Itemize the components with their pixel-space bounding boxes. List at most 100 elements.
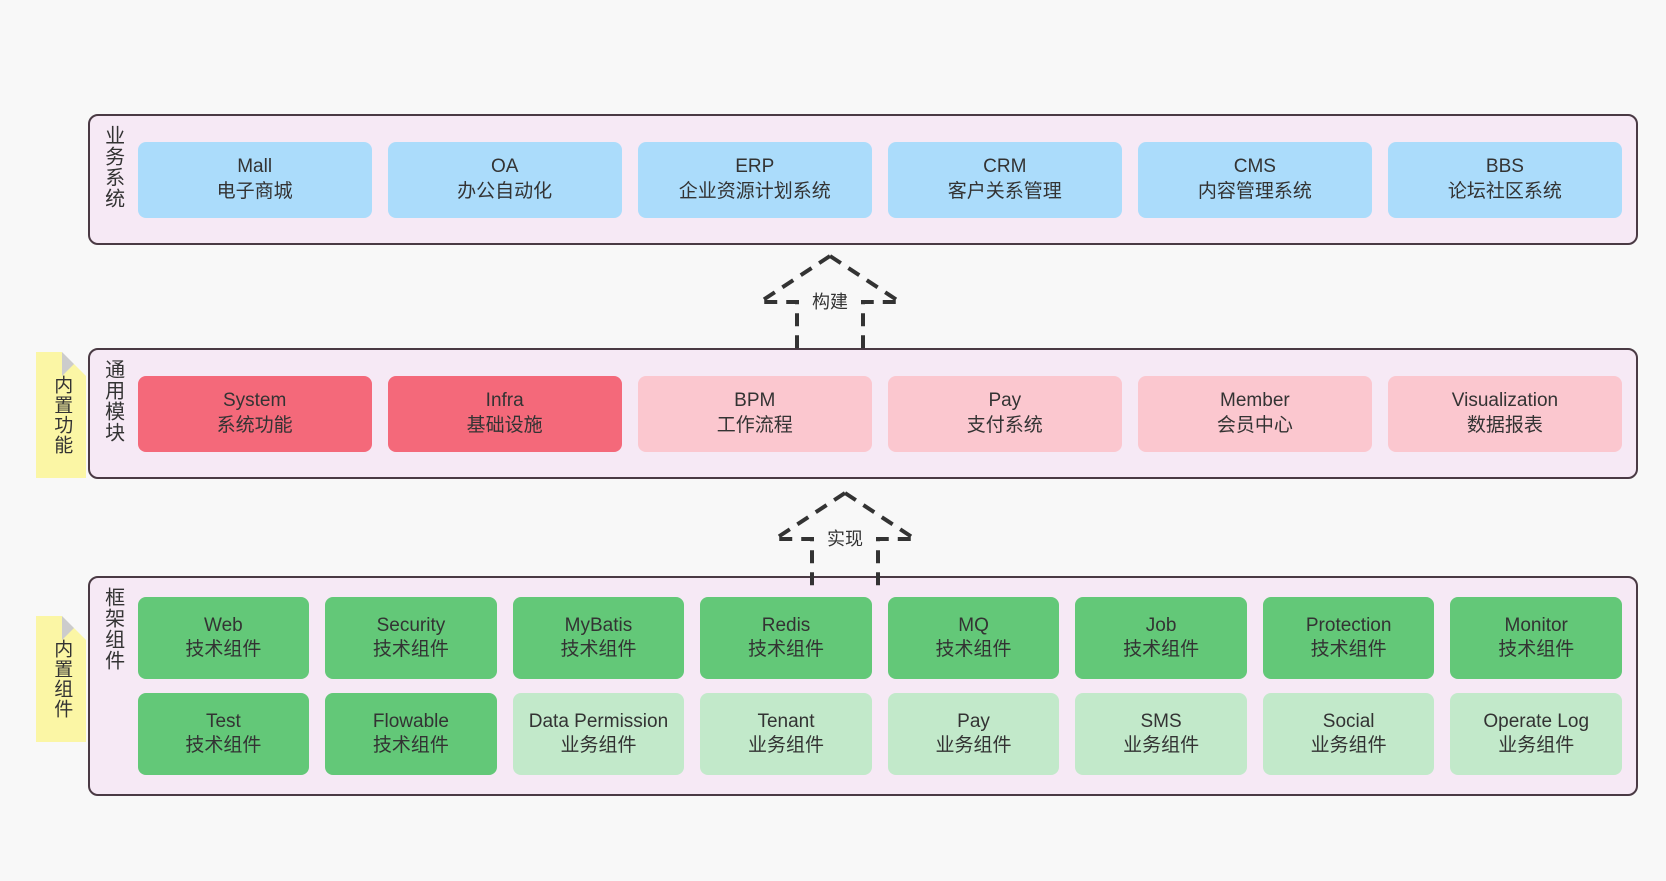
- node-title: Operate Log: [1483, 710, 1590, 732]
- node-redis[interactable]: Redis 技术组件: [700, 597, 872, 679]
- node-subtitle: 业务组件: [1123, 735, 1200, 756]
- node-title: MyBatis: [564, 614, 633, 636]
- node-title: Pay: [957, 710, 990, 732]
- node-subtitle: 基础设施: [466, 414, 543, 436]
- node-subtitle: 技术组件: [185, 735, 262, 756]
- connector-implement-label: 实现: [825, 525, 865, 551]
- node-subtitle: 会员中心: [1216, 414, 1293, 436]
- node-subtitle: 技术组件: [372, 735, 449, 756]
- node-test[interactable]: Test 技术组件: [137, 693, 310, 775]
- node-subtitle: 业务组件: [560, 735, 637, 756]
- node-subtitle: 技术组件: [1310, 639, 1387, 660]
- node-web[interactable]: Web 技术组件: [137, 597, 310, 679]
- connector-build-label: 构建: [810, 288, 850, 314]
- node-subtitle: 技术组件: [560, 639, 637, 660]
- node-subtitle: 系统功能: [216, 414, 293, 436]
- sticky-note-builtin-component: 内置组件: [36, 616, 86, 742]
- node-title: Pay: [988, 390, 1022, 412]
- sticky-note-builtin-function: 内置功能: [36, 352, 86, 478]
- node-subtitle: 业务组件: [748, 735, 825, 756]
- node-subtitle: 企业资源计划系统: [678, 180, 831, 202]
- node-mybatis[interactable]: MyBatis 技术组件: [512, 597, 685, 679]
- layer-framework-component: 框架组件 Web 技术组件 Security 技术组件 MyBatis 技术组件 Redis 技…: [88, 576, 1638, 796]
- sticky-note-label: 内置组件: [51, 639, 73, 719]
- node-subtitle: 数据报表: [1466, 414, 1543, 436]
- node-title: Infra: [485, 390, 524, 412]
- node-subtitle: 工作流程: [716, 414, 793, 436]
- node-title: Redis: [761, 614, 811, 636]
- node-monitor[interactable]: Monitor 技术组件: [1450, 597, 1622, 679]
- node-pay[interactable]: Pay 业务组件: [887, 693, 1060, 775]
- node-tenant[interactable]: Tenant 业务组件: [700, 693, 872, 775]
- node-title: Data Permission: [528, 710, 669, 732]
- node-social[interactable]: Social 业务组件: [1262, 693, 1435, 775]
- node-title: Social: [1322, 710, 1375, 732]
- node-title: Mall: [237, 156, 273, 178]
- node-data-permission[interactable]: Data Permission 业务组件: [512, 693, 685, 775]
- layer-label-framework-component: 框架组件: [101, 587, 124, 671]
- node-subtitle: 技术组件: [935, 639, 1012, 660]
- node-title: Test: [205, 710, 241, 732]
- node-title: BPM: [734, 390, 776, 412]
- connector-build: 构建: [735, 250, 925, 350]
- node-security[interactable]: Security 技术组件: [325, 597, 497, 679]
- node-title: System: [222, 390, 287, 412]
- node-title: ERP: [735, 156, 775, 178]
- node-subtitle: 技术组件: [1498, 639, 1575, 660]
- node-title: Security: [376, 614, 446, 636]
- connector-implement: 实现: [750, 487, 940, 587]
- node-subtitle: 技术组件: [372, 639, 449, 660]
- node-subtitle: 支付系统: [966, 414, 1043, 436]
- node-flowable[interactable]: Flowable 技术组件: [325, 693, 497, 775]
- node-subtitle: 技术组件: [185, 639, 262, 660]
- node-title: Flowable: [372, 710, 449, 732]
- node-subtitle: 论坛社区系统: [1447, 180, 1562, 202]
- node-subtitle: 业务组件: [1310, 735, 1387, 756]
- node-protection[interactable]: Protection 技术组件: [1262, 597, 1435, 679]
- node-subtitle: 业务组件: [1498, 735, 1575, 756]
- node-mq[interactable]: MQ 技术组件: [887, 597, 1060, 679]
- node-title: Protection: [1305, 614, 1392, 636]
- node-subtitle: 电子商城: [216, 180, 293, 202]
- node-title: Visualization: [1451, 390, 1559, 412]
- node-title: Monitor: [1504, 614, 1568, 636]
- node-title: Tenant: [757, 710, 815, 732]
- node-title: Job: [1145, 614, 1177, 636]
- layer-label-common-module: 通用模块: [101, 359, 124, 443]
- node-title: MQ: [958, 614, 989, 636]
- node-operate-log[interactable]: Operate Log 业务组件: [1450, 693, 1622, 775]
- node-title: SMS: [1140, 710, 1182, 732]
- node-title: CMS: [1233, 156, 1276, 178]
- node-subtitle: 内容管理系统: [1197, 180, 1312, 202]
- node-subtitle: 业务组件: [935, 735, 1012, 756]
- node-subtitle: 客户关系管理: [947, 180, 1062, 202]
- node-title: Web: [204, 614, 243, 636]
- node-sms[interactable]: SMS 业务组件: [1075, 693, 1247, 775]
- layer-label-business-system: 业务系统: [101, 125, 124, 209]
- node-subtitle: 技术组件: [748, 639, 825, 660]
- node-title: OA: [490, 156, 519, 178]
- sticky-note-label: 内置功能: [51, 375, 73, 455]
